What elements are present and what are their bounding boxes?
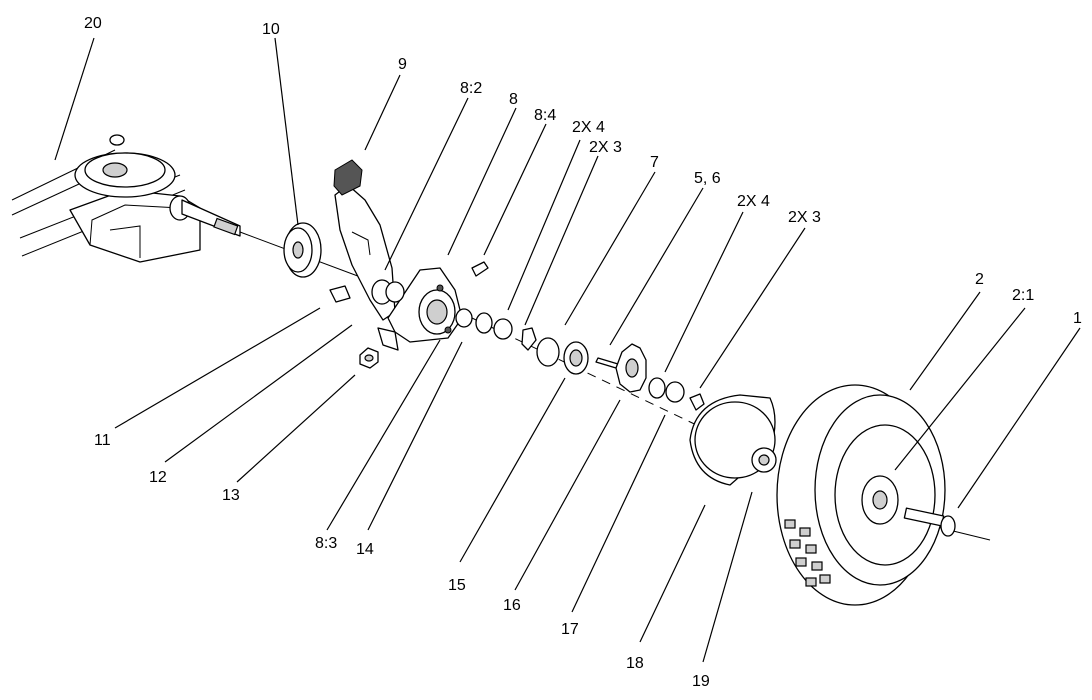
callout-10: 10 <box>262 21 280 38</box>
spacer-washer <box>283 222 322 278</box>
callout-15: 15 <box>448 577 466 594</box>
wheel-carrier-assembly <box>329 261 489 351</box>
callout-14: 14 <box>356 541 374 558</box>
callout-18: 18 <box>626 655 644 672</box>
retaining-washers <box>648 377 705 411</box>
callout-2: 2 <box>975 271 984 288</box>
callout-8-4: 8:4 <box>534 107 556 124</box>
callout-12: 12 <box>149 469 167 486</box>
callout-labels: 20 10 9 8:2 8 8:4 2X 4 2X 3 7 5, 6 2X 4 … <box>84 15 1082 690</box>
callout-2x3-lower: 2X 3 <box>788 209 821 226</box>
wheel-hub-cup <box>689 394 777 486</box>
tread-pattern <box>784 519 831 587</box>
callout-20: 20 <box>84 15 102 32</box>
height-adjust-bracket <box>333 159 396 321</box>
drive-gear <box>595 343 647 393</box>
transmission-assembly <box>11 134 241 263</box>
callout-16: 16 <box>503 597 521 614</box>
callout-5-6: 5, 6 <box>694 170 721 187</box>
callout-9: 9 <box>398 56 407 73</box>
callout-2x3-upper: 2X 3 <box>589 139 622 156</box>
callout-7: 7 <box>650 154 659 171</box>
bearing-and-washers <box>455 308 589 375</box>
callout-2x4-lower: 2X 4 <box>737 193 770 210</box>
callout-11: 11 <box>94 432 111 449</box>
callout-17: 17 <box>561 621 579 638</box>
callout-8-3: 8:3 <box>315 535 337 552</box>
hex-nut <box>359 347 379 369</box>
callout-8-2: 8:2 <box>460 80 482 97</box>
rear-wheel <box>776 384 956 606</box>
callout-8: 8 <box>509 91 518 108</box>
leader-lines <box>54 37 1081 663</box>
callout-13: 13 <box>222 487 240 504</box>
callout-1: 1 <box>1073 310 1082 327</box>
callout-19: 19 <box>692 673 710 690</box>
callout-2-1: 2:1 <box>1012 287 1034 304</box>
callout-2x4-upper: 2X 4 <box>572 119 605 136</box>
